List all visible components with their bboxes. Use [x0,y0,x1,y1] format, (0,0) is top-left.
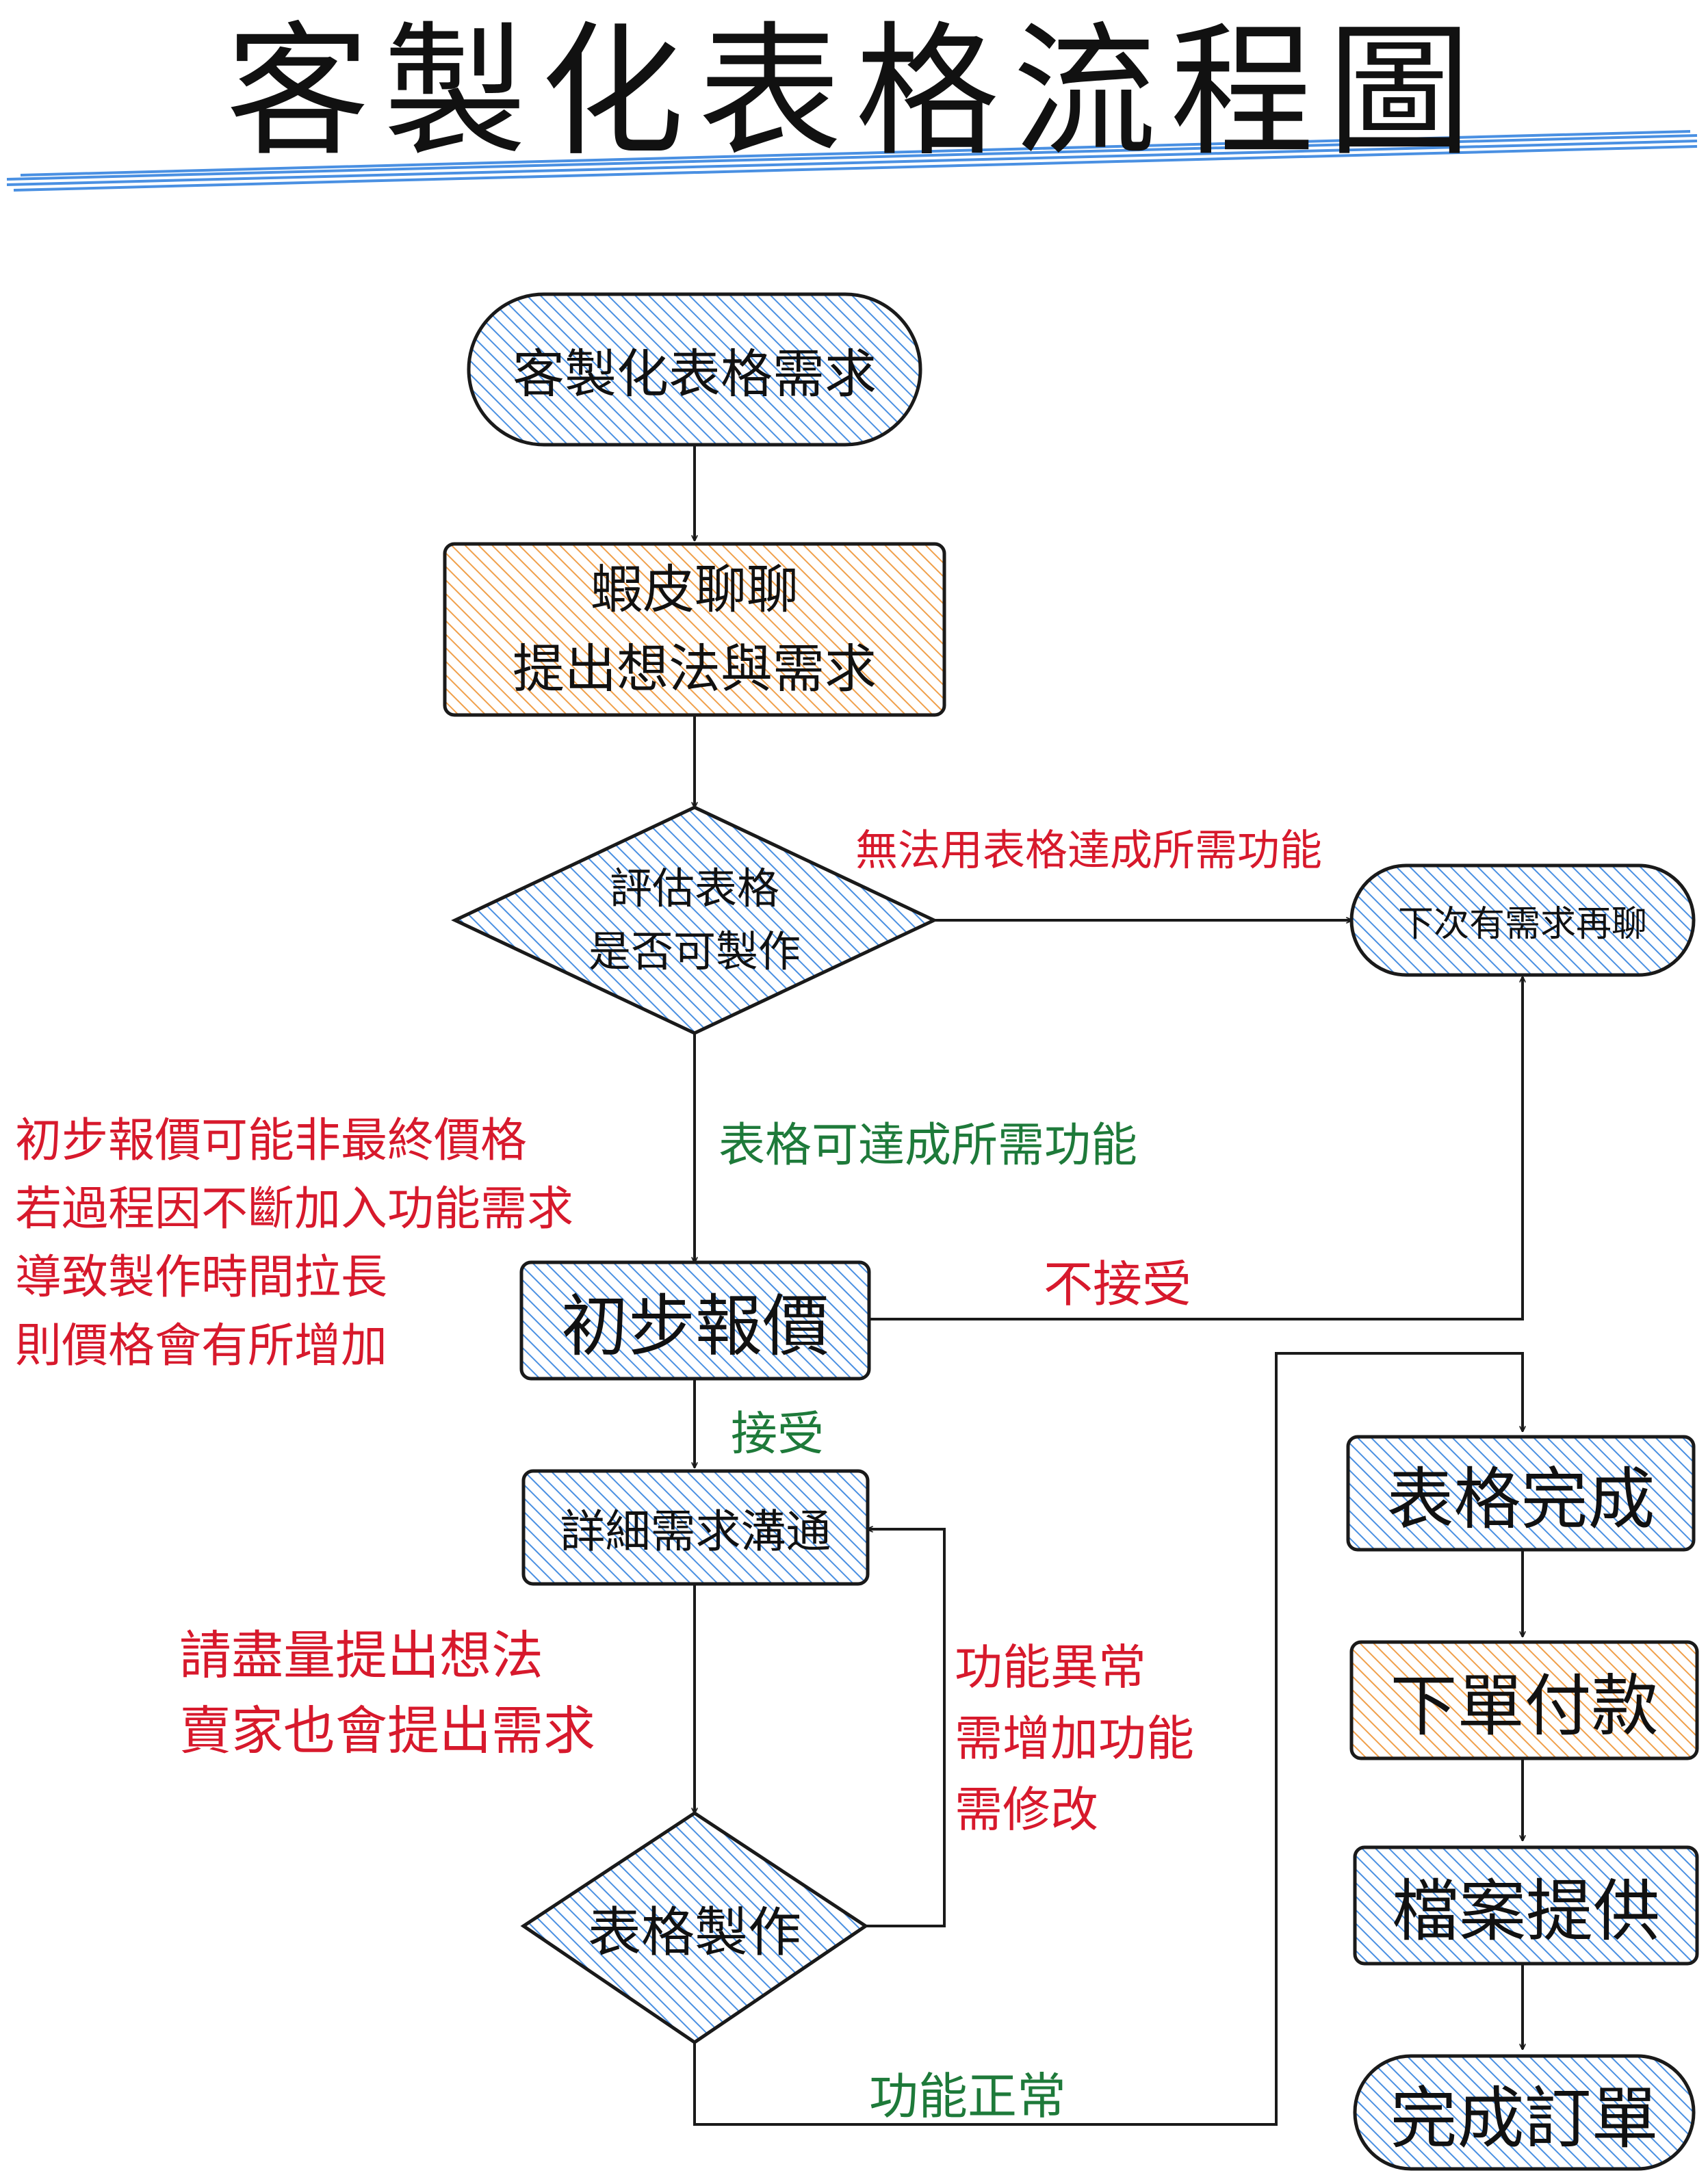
node-file-label: 檔案提供 [1355,1847,1697,1964]
node-quote-text: 初步報價 [560,1288,829,1366]
node-done-text: 表格完成 [1386,1460,1655,1539]
node-pay [1349,1640,1699,1760]
node-file [1353,1845,1699,1966]
edge-label-accept: 接受 [731,1407,825,1461]
detail-note: 請盡量提出想法 賣家也會提出需求 [179,1618,595,1769]
node-chat-line-2: 提出想法與需求 [513,638,877,699]
edge-label-reject: 不接受 [1044,1255,1192,1313]
detail-note-line-2: 賣家也會提出需求 [179,1700,595,1761]
quote-note: 初步報價可能非最終價格 若過程因不斷加入功能需求 導致製作時間拉長 則價格會有所… [15,1107,573,1381]
node-start-label: 客製化表格需求 [469,294,920,445]
node-evaluate-label: 評估表格 是否可製作 [455,807,934,1033]
node-later-label: 下次有需求再聊 [1351,866,1694,975]
node-done-label: 表格完成 [1348,1437,1694,1550]
connectors [693,445,1523,2126]
edge-label-can: 表格可達成所需功能 [719,1119,1138,1173]
edge-make-to-detail-loop [866,1529,946,1927]
page-title: 客製化表格流程圖 [225,8,1485,176]
edge-quote-to-later [869,977,1523,1320]
node-detail-label: 詳細需求溝通 [523,1471,868,1584]
node-pay-label: 下單付款 [1351,1642,1697,1758]
node-make-text: 表格製作 [587,1901,801,1964]
node-pay-text: 下單付款 [1390,1667,1659,1745]
node-evaluate-line-2: 是否可製作 [588,926,801,976]
node-chat-line-1: 蝦皮聊聊 [591,559,799,620]
node-file-text: 檔案提供 [1391,1873,1660,1951]
node-later-text: 下次有需求再聊 [1397,903,1647,945]
quote-note-line-3: 導致製作時間拉長 [15,1251,388,1305]
abnormal-note-line-1: 功能異常 [955,1639,1146,1695]
abnormal-note-line-3: 需修改 [955,1782,1098,1838]
node-quote-label: 初步報價 [521,1262,869,1379]
abnormal-note: 功能異常 需增加功能 需修改 [955,1632,1194,1845]
node-start-text: 客製化表格需求 [513,343,877,404]
node-complete [1353,2054,1696,2171]
node-chat-label: 蝦皮聊聊 提出想法與需求 [445,544,944,715]
quote-note-line-2: 若過程因不斷加入功能需求 [15,1182,574,1236]
edge-label-cannot: 無法用表格達成所需功能 [855,825,1323,875]
node-quote [519,1260,871,1381]
node-later [1349,863,1696,977]
node-make-label: 表格製作 [523,1813,866,2042]
node-evaluate [451,805,938,1035]
node-make [520,1811,869,2045]
node-evaluate-line-1: 評估表格 [609,863,779,913]
abnormal-note-line-2: 需增加功能 [955,1710,1194,1767]
node-chat [443,542,946,717]
quote-note-line-1: 初步報價可能非最終價格 [15,1114,528,1168]
node-detail-text: 詳細需求溝通 [560,1505,831,1558]
title-underline [6,130,1698,192]
edge-make-to-done [693,1352,1523,2126]
node-start [467,292,922,447]
node-detail [521,1469,870,1586]
detail-note-line-1: 請盡量提出想法 [179,1625,543,1686]
node-done [1346,1435,1696,1552]
node-complete-text: 完成訂單 [1390,2079,1659,2158]
edge-label-normal: 功能正常 [869,2068,1067,2125]
quote-note-line-4: 則價格會有所增加 [15,1319,388,1373]
node-complete-label: 完成訂單 [1355,2056,1694,2169]
